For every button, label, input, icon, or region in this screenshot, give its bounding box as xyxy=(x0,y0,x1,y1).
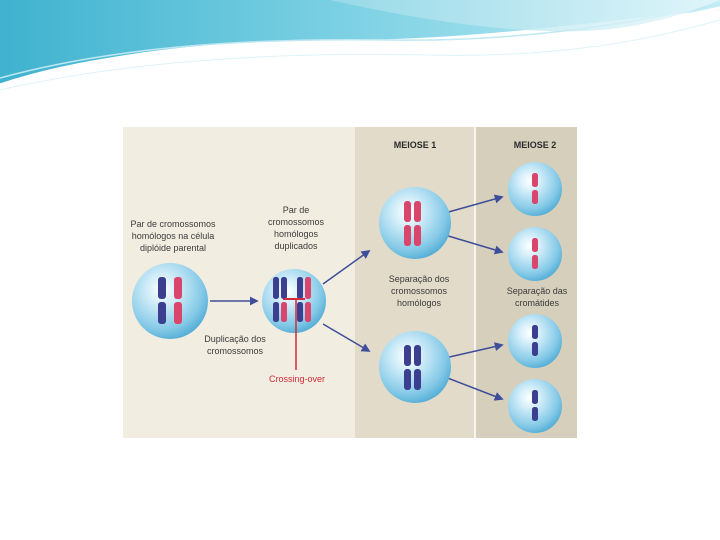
separation-chromatids-label-line-2: cromátides xyxy=(515,298,560,308)
header-swoosh-decoration xyxy=(0,0,720,91)
duplicated-label-line-2: cromossomos xyxy=(268,217,325,227)
meiosis1-cell-top xyxy=(379,187,451,259)
arrow-to-meiosis2-3 xyxy=(444,342,504,359)
parental-label-line-2: homólogos na célula xyxy=(132,231,215,241)
duplication-label-line-2: cromossomos xyxy=(207,346,264,356)
duplicated-label-line-4: duplicados xyxy=(274,241,318,251)
separation-homologs-label-line-3: homólogos xyxy=(397,298,442,308)
meiose1-header: MEIOSE 1 xyxy=(394,140,437,150)
meiosis2-cell-4 xyxy=(508,379,562,433)
duplicated-cell xyxy=(262,269,326,333)
meiose2-header: MEIOSE 2 xyxy=(514,140,557,150)
separation-chromatids-label-line-1: Separação das xyxy=(507,286,568,296)
arrow-to-meiosis2-2 xyxy=(444,234,504,255)
parental-label-line-1: Par de cromossomos xyxy=(130,219,216,229)
parental-cell xyxy=(132,263,208,339)
meiosis2-cell-2 xyxy=(508,227,562,281)
duplicated-label-line-1: Par de xyxy=(283,205,310,215)
arrow-to-meiosis2-4 xyxy=(444,376,504,401)
separation-homologs-label-line-1: Separação dos xyxy=(389,274,450,284)
arrow-to-meiosis1-top xyxy=(322,249,371,285)
crossing-over-label: Crossing-over xyxy=(269,374,325,384)
arrow-to-meiosis2-1 xyxy=(444,194,504,214)
duplication-label-line-1: Duplicação dos xyxy=(204,334,266,344)
meiosis2-cell-3 xyxy=(508,314,562,368)
separation-homologs-label-line-2: cromossomos xyxy=(391,286,448,296)
parental-label-line-3: diplóide parental xyxy=(140,243,206,253)
meiosis-diagram: MEIOSE 1 MEIOSE 2 Par de cromossomos hom… xyxy=(123,127,577,438)
meiosis2-cell-1 xyxy=(508,162,562,216)
meiosis1-cell-bottom xyxy=(379,331,451,403)
duplicated-label-line-3: homólogos xyxy=(274,229,319,239)
arrow-to-meiosis1-bottom xyxy=(322,323,371,352)
